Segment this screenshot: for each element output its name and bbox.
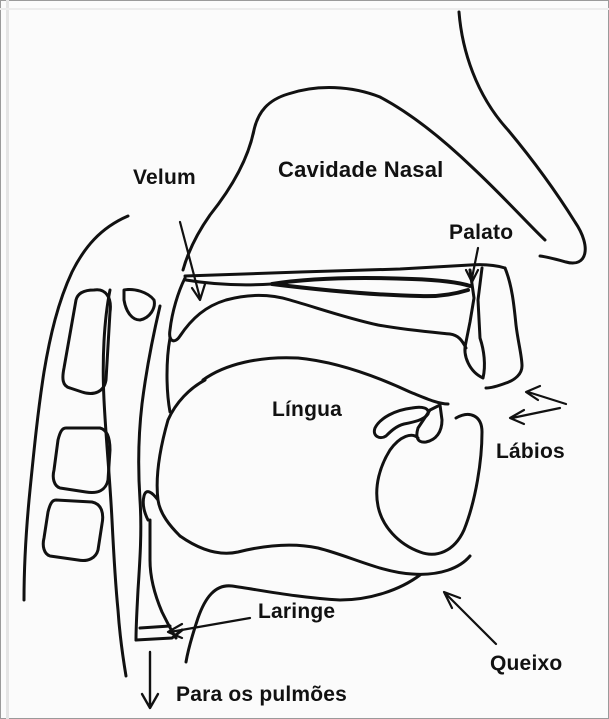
lower-lip-jaw <box>377 414 482 554</box>
lungs-arrow <box>142 652 158 708</box>
upper-lip <box>486 268 522 388</box>
labios-label: Lábios <box>496 440 565 464</box>
laringe-label: Laringe <box>258 600 335 624</box>
queixo-arrow <box>444 592 496 644</box>
laringe-arrow <box>168 618 250 638</box>
cavidade-nasal-label: Cavidade Nasal <box>278 157 443 183</box>
velum-label: Velum <box>133 166 196 190</box>
palate-inner-line <box>186 280 272 285</box>
pulmoes-label: Para os pulmões <box>176 683 347 707</box>
labios-arrow-lower <box>510 408 560 424</box>
nasal-floor <box>185 265 505 276</box>
vertebra-3 <box>43 500 102 561</box>
queixo-label: Queixo <box>490 652 562 676</box>
palato-label: Palato <box>449 221 513 245</box>
lower-teeth <box>417 405 442 442</box>
tongue-outline <box>143 380 205 536</box>
labios-arrow-upper <box>526 386 566 404</box>
pharynx-inner <box>150 338 176 638</box>
vertebra-top <box>124 289 154 320</box>
vertebra-2 <box>53 428 110 493</box>
lingua-label: Língua <box>272 398 342 422</box>
hard-palate <box>272 278 470 296</box>
